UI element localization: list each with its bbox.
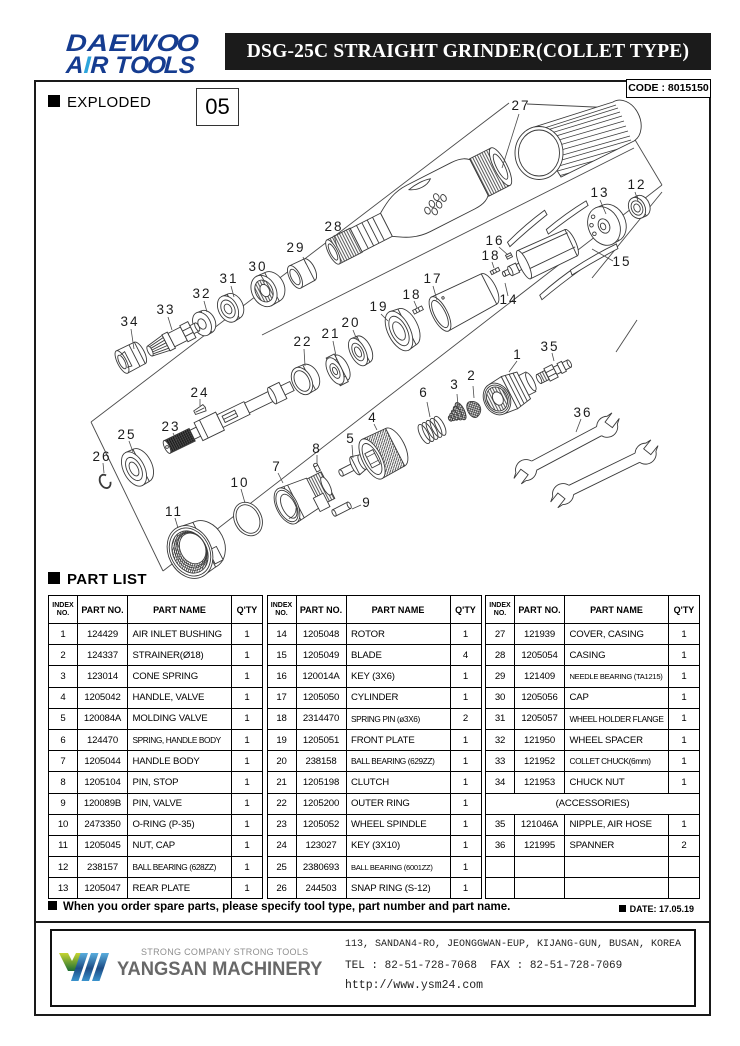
svg-text:15: 15 (612, 254, 631, 269)
svg-text:21: 21 (321, 326, 340, 341)
svg-text:29: 29 (286, 240, 305, 255)
svg-text:36: 36 (573, 405, 592, 420)
svg-text:26: 26 (92, 449, 111, 464)
svg-text:5: 5 (346, 431, 356, 446)
svg-text:8: 8 (312, 441, 322, 456)
svg-text:16: 16 (485, 233, 504, 248)
svg-text:13: 13 (590, 185, 609, 200)
svg-text:1: 1 (513, 347, 523, 362)
svg-text:3: 3 (450, 377, 460, 392)
svg-text:25: 25 (117, 427, 136, 442)
svg-text:6: 6 (419, 385, 429, 400)
svg-text:33: 33 (156, 302, 175, 317)
svg-text:32: 32 (192, 286, 211, 301)
svg-text:10: 10 (230, 475, 249, 490)
svg-text:34: 34 (120, 314, 139, 329)
svg-text:2: 2 (467, 368, 477, 383)
svg-text:28: 28 (324, 219, 343, 234)
svg-text:12: 12 (627, 177, 646, 192)
svg-text:19: 19 (369, 299, 388, 314)
svg-text:20: 20 (341, 315, 360, 330)
svg-text:23: 23 (161, 419, 180, 434)
svg-text:7: 7 (272, 459, 282, 474)
svg-text:30: 30 (248, 259, 267, 274)
svg-text:4: 4 (368, 410, 378, 425)
svg-text:22: 22 (293, 334, 312, 349)
svg-text:14: 14 (499, 292, 518, 307)
svg-text:18: 18 (402, 287, 421, 302)
svg-text:18: 18 (481, 248, 500, 263)
svg-text:9: 9 (362, 495, 372, 510)
svg-text:31: 31 (219, 271, 238, 286)
svg-text:27: 27 (511, 98, 530, 113)
svg-text:24: 24 (190, 385, 209, 400)
svg-text:11: 11 (165, 504, 183, 519)
svg-text:35: 35 (540, 339, 559, 354)
svg-text:17: 17 (423, 271, 442, 286)
